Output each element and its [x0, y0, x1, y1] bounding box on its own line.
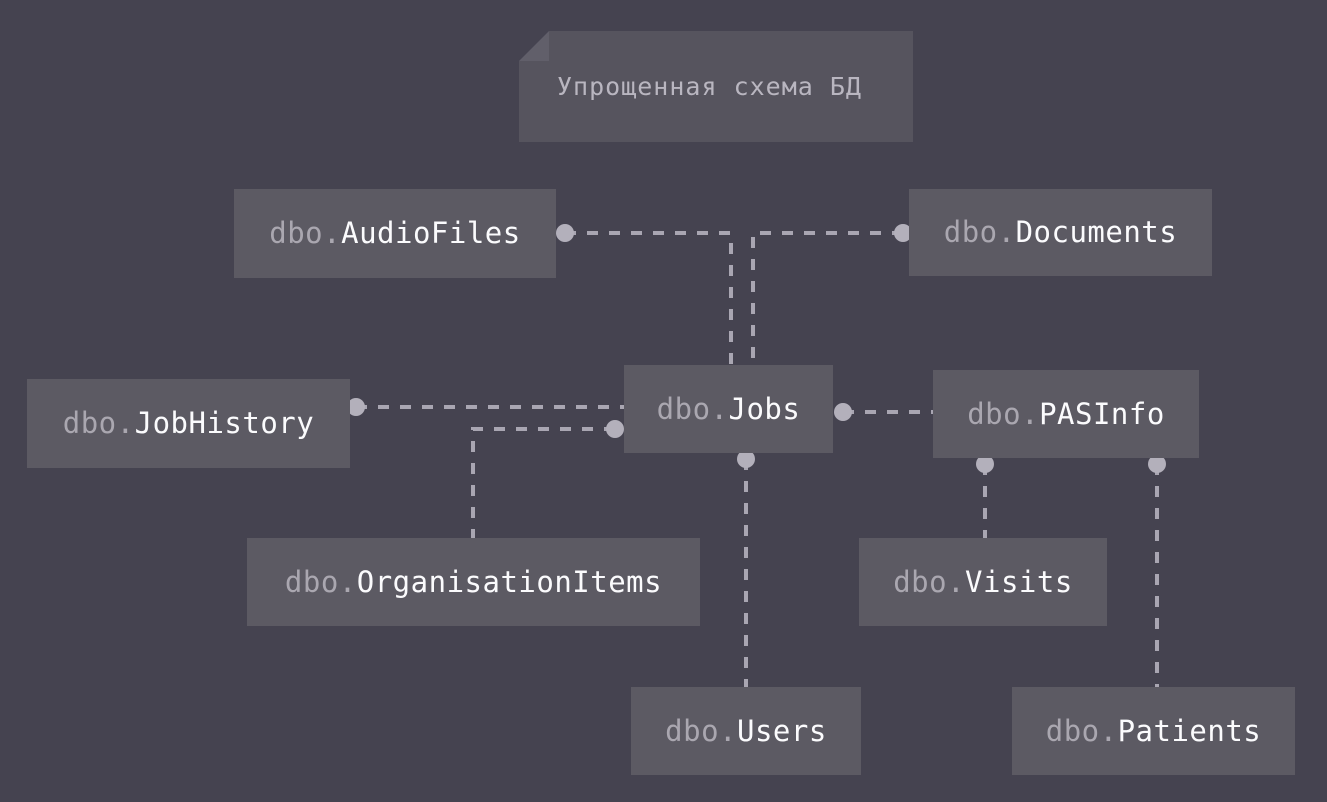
schema-prefix: dbo. — [665, 713, 738, 748]
table-node-label: dbo.Jobs — [656, 391, 801, 426]
schema-prefix: dbo. — [893, 564, 966, 599]
dot-jobs-right — [834, 403, 852, 421]
schema-prefix: dbo. — [269, 216, 342, 250]
dot-jobs-left-lower — [606, 420, 624, 438]
note-fold-triangle-icon — [519, 31, 549, 61]
schema-prefix: dbo. — [943, 215, 1016, 249]
schema-prefix: dbo. — [62, 406, 135, 440]
schema-prefix: dbo. — [284, 564, 357, 599]
table-node-jobs[interactable]: dbo.Jobs — [624, 365, 833, 453]
table-name: Users — [737, 713, 827, 748]
table-node-audiofiles[interactable]: dbo.AudioFiles — [234, 189, 556, 278]
dot-audiofiles-right — [556, 224, 574, 242]
table-name: AudioFiles — [341, 216, 521, 250]
schema-prefix: dbo. — [1045, 713, 1118, 748]
table-node-patients[interactable]: dbo.Patients — [1012, 687, 1295, 775]
table-node-label: dbo.PASInfo — [967, 396, 1165, 431]
schema-prefix: dbo. — [656, 391, 729, 426]
table-name: Documents — [1015, 215, 1178, 249]
schema-prefix: dbo. — [967, 396, 1040, 431]
title-note: Упрощенная схема БД — [519, 31, 913, 142]
table-node-visits[interactable]: dbo.Visits — [859, 538, 1107, 626]
table-name: Visits — [965, 564, 1073, 599]
table-name: Patients — [1117, 713, 1262, 748]
note-fold-corner — [519, 31, 549, 61]
table-node-label: dbo.AudioFiles — [269, 219, 520, 248]
table-node-label: dbo.Documents — [944, 218, 1177, 247]
table-node-label: dbo.Users — [665, 713, 827, 748]
edge-documents-jobs — [751, 231, 903, 365]
table-node-documents[interactable]: dbo.Documents — [909, 189, 1212, 276]
table-node-users[interactable]: dbo.Users — [631, 687, 861, 775]
table-name: JobHistory — [134, 406, 315, 440]
table-name: OrganisationItems — [356, 564, 663, 599]
table-node-label: dbo.JobHistory — [63, 409, 314, 438]
table-name: PASInfo — [1039, 396, 1165, 431]
table-node-label: dbo.Visits — [893, 564, 1073, 599]
table-node-label: dbo.OrganisationItems — [284, 564, 663, 599]
edge-organisationitems-jobs — [471, 427, 615, 538]
table-node-label: dbo.Patients — [1045, 713, 1262, 748]
note-text: Упрощенная схема БД — [557, 72, 862, 101]
table-name: Jobs — [728, 391, 801, 426]
table-node-jobhistory[interactable]: dbo.JobHistory — [27, 379, 350, 468]
table-node-organisationitems[interactable]: dbo.OrganisationItems — [247, 538, 700, 626]
table-node-pasinfo[interactable]: dbo.PASInfo — [933, 370, 1199, 458]
edge-audiofiles-jobs — [565, 231, 733, 365]
